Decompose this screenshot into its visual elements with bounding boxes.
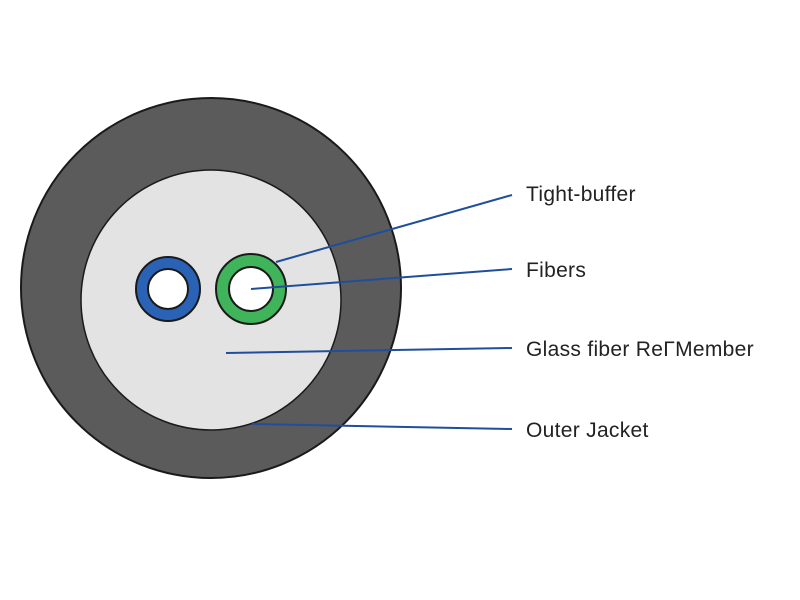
leader-line-glass-fiber-member [225,347,513,354]
label-tight-buffer: Tight-buffer [526,183,636,206]
label-outer-jacket: Outer Jacket [526,419,649,442]
leader-line-tight-buffer [275,194,513,263]
fiber-left [135,256,201,322]
leader-line-outer-jacket [251,423,513,430]
label-glass-fiber-member: Glass fiber ReΓMember [526,338,754,361]
leader-line-fibers [250,268,513,290]
fiber-left-core [147,268,189,310]
label-fibers: Fibers [526,259,586,282]
inner-core-area [80,169,342,431]
